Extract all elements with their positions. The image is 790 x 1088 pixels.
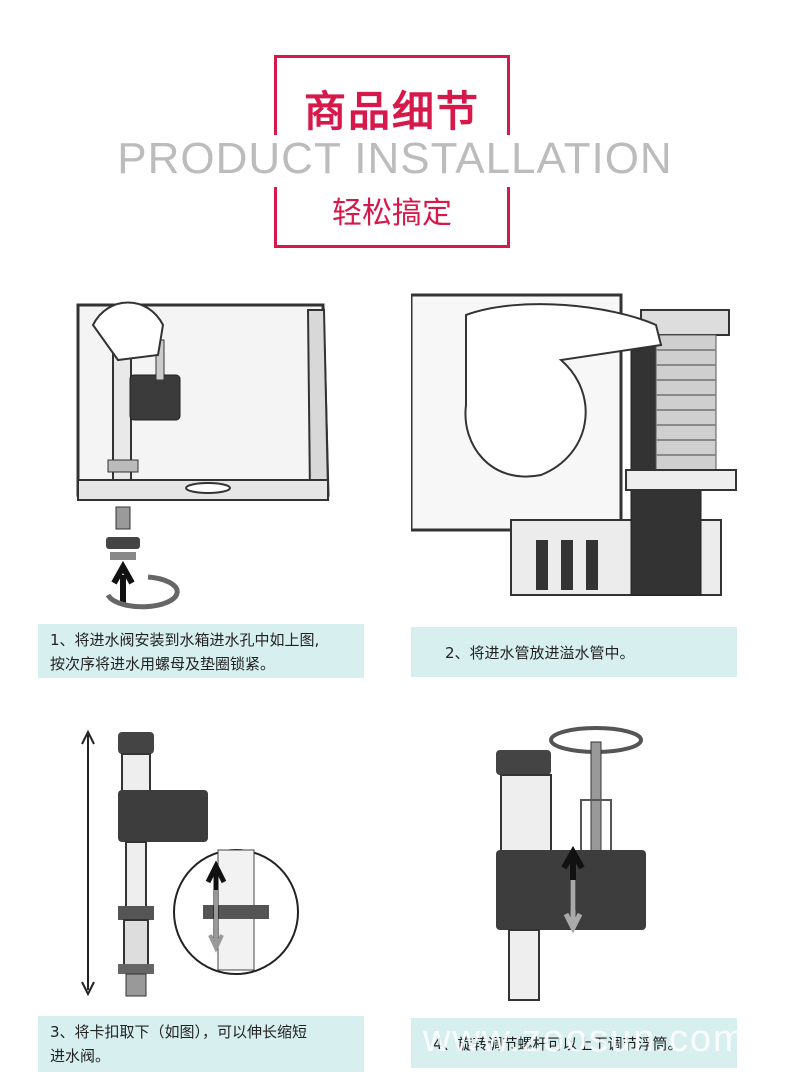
header-en-backdrop (130, 135, 670, 187)
step-caption-4: 4、旋转调节螺杆可以上下调节浮筒。 (411, 1018, 737, 1068)
clip-remove-illustration (81, 729, 299, 997)
tube-insert-illustration (411, 293, 737, 596)
page-title-english: PRODUCT INSTALLATION (117, 134, 673, 183)
float-adjust-illustration (496, 726, 646, 1001)
tank-install-illustration (76, 301, 330, 610)
step-1-line-2: 按次序将进水用螺母及垫圈锁紧。 (50, 655, 276, 673)
step-3-line-1: 3、将卡扣取下（如图），可以伸长缩短 (50, 1023, 308, 1041)
illustration-step-1 (38, 285, 368, 615)
page-title: 商品细节 (303, 87, 480, 136)
step-1-line-1: 1、将进水阀安装到水箱进水孔中如上图, (50, 631, 320, 649)
step-3-line-2: 进水阀。 (50, 1047, 111, 1065)
step-4-line-1: 4、旋转调节螺杆可以上下调节浮筒。 (433, 1035, 683, 1053)
page-subtitle: 轻松搞定 (332, 196, 452, 231)
step-2-line-1: 2、将进水管放进溢水管中。 (445, 644, 635, 662)
illustration-step-2 (411, 285, 741, 615)
step-caption-1: 1、将进水阀安装到水箱进水孔中如上图, 按次序将进水用螺母及垫圈锁紧。 (38, 624, 364, 678)
illustration-step-4 (411, 720, 741, 1010)
illustration-step-3 (38, 720, 368, 1010)
step-caption-2: 2、将进水管放进溢水管中。 (411, 627, 737, 677)
step-caption-3: 3、将卡扣取下（如图），可以伸长缩短 进水阀。 (38, 1016, 364, 1072)
